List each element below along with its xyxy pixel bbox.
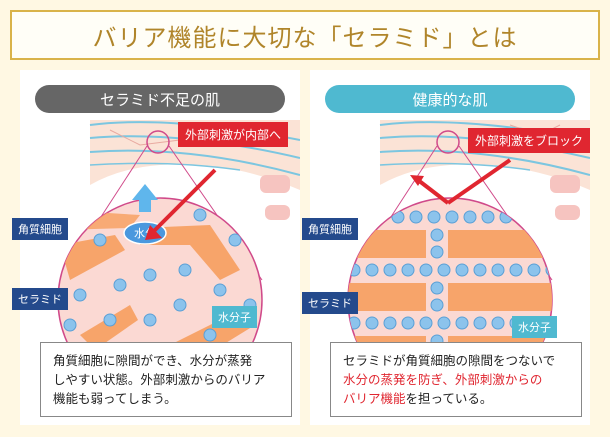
corneocyte [448,283,552,311]
note-text: を担っている。 [405,391,493,406]
panel-ceramide-deficient: セラミド不足の肌 [12,70,300,425]
callout-stimulus-blocked: 外部刺激をブロック [468,128,591,153]
note-line: 機能も弱ってしまう。 [53,391,177,406]
label-corneocyte: 角質細胞 [302,218,358,240]
label-ceramide: セラミド [302,292,358,314]
stimulus-arrow [145,168,217,240]
zoom-origin-circle [436,130,460,154]
corneocyte [140,225,240,280]
note-line: しやすい状態。外部刺激からのバリア [53,372,266,387]
zoom-origin-circle [146,130,170,154]
label-ceramide: セラミド [12,288,68,310]
callout-stimulus-inward: 外部刺激が内部へ [178,122,289,147]
label-corneocyte: 角質細胞 [12,218,68,240]
label-water-molecule: 水分子 [512,316,557,338]
note-healthy: セラミドが角質細胞の隙間をつないで 水分の蒸発を防ぎ、外部刺激からの バリア機能… [330,342,582,417]
panel-healthy-skin: 健康的な肌 [302,70,591,425]
note-highlight: バリア機能 [343,391,406,406]
label-water-molecule: 水分子 [212,306,257,328]
corneocyte [348,283,426,311]
corneocyte [348,230,426,258]
page-title: バリア機能に大切な「セラミド」とは [92,23,518,52]
title-box: バリア機能に大切な「セラミド」とは [10,10,600,60]
heading-healthy-skin: 健康的な肌 [325,85,575,113]
note-line: バリア機能を担っている。 [343,389,569,408]
stimulus-blocked-arrow [410,158,512,205]
heading-ceramide-deficient: セラミド不足の肌 [35,85,285,113]
corneocyte [80,305,138,350]
note-line: 角質細胞に隙間ができ、水分が蒸発 [53,353,253,368]
note-deficient: 角質細胞に隙間ができ、水分が蒸発 しやすい状態。外部刺激からのバリア 機能も弱っ… [40,342,292,417]
note-line-highlight: 水分の蒸発を防ぎ、外部刺激からの [343,372,543,387]
corneocyte [60,235,125,280]
note-line: セラミドが角質細胞の隙間をつないで [343,353,556,368]
